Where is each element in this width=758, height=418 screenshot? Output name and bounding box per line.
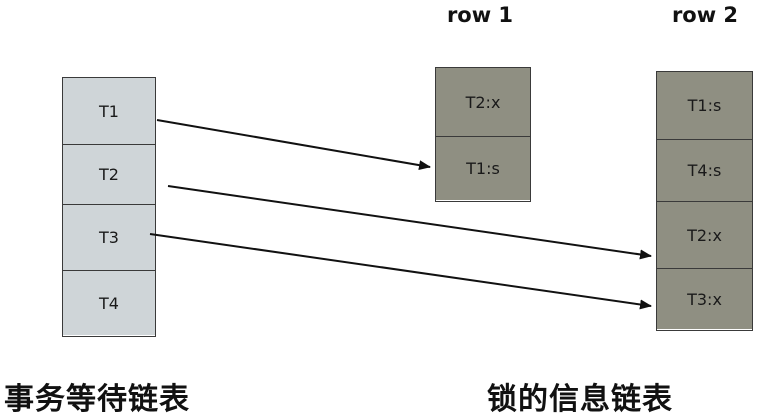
transaction-label: T2: [99, 165, 119, 184]
lock-label: T3:x: [687, 289, 722, 309]
lock-entry: T2:x: [436, 68, 530, 136]
lock-label: T2:x: [687, 225, 722, 245]
lock-label: T4:s: [687, 161, 722, 180]
lock-entry: T3:x: [657, 268, 752, 329]
arrow-t3-to-row2: [149, 233, 652, 310]
lock-label: T1:s: [466, 159, 500, 178]
row-2-header: row 2: [671, 3, 739, 27]
lock-entry: T1:s: [657, 72, 752, 139]
transaction-label: T1: [99, 101, 119, 121]
transaction-list-caption: 事务等待链表: [4, 382, 190, 417]
transaction-item-t1: T1: [63, 78, 155, 144]
transaction-item-t3: T3: [63, 204, 155, 270]
transaction-label: T3: [99, 228, 119, 247]
lock-entry: T2:x: [657, 201, 752, 268]
lock-entry: T1:s: [436, 136, 530, 200]
arrow-t2-to-row2: [167, 185, 652, 260]
lock-list-caption: 锁的信息链表: [487, 382, 673, 417]
transaction-item-t4: T4: [63, 270, 155, 335]
transaction-item-t2: T2: [63, 144, 155, 204]
row-2-lock-list: T1:s T4:s T2:x T3:x: [656, 71, 753, 331]
transaction-label: T4: [99, 293, 119, 313]
arrow-t1-to-row1: [156, 119, 431, 171]
row-1-header: row 1: [446, 3, 514, 27]
lock-label: T1:s: [687, 96, 722, 115]
transaction-wait-list: T1 T2 T3 T4: [62, 77, 156, 337]
lock-entry: T4:s: [657, 139, 752, 201]
row-1-lock-list: T2:x T1:s: [435, 67, 531, 202]
lock-label: T2:x: [465, 92, 501, 112]
